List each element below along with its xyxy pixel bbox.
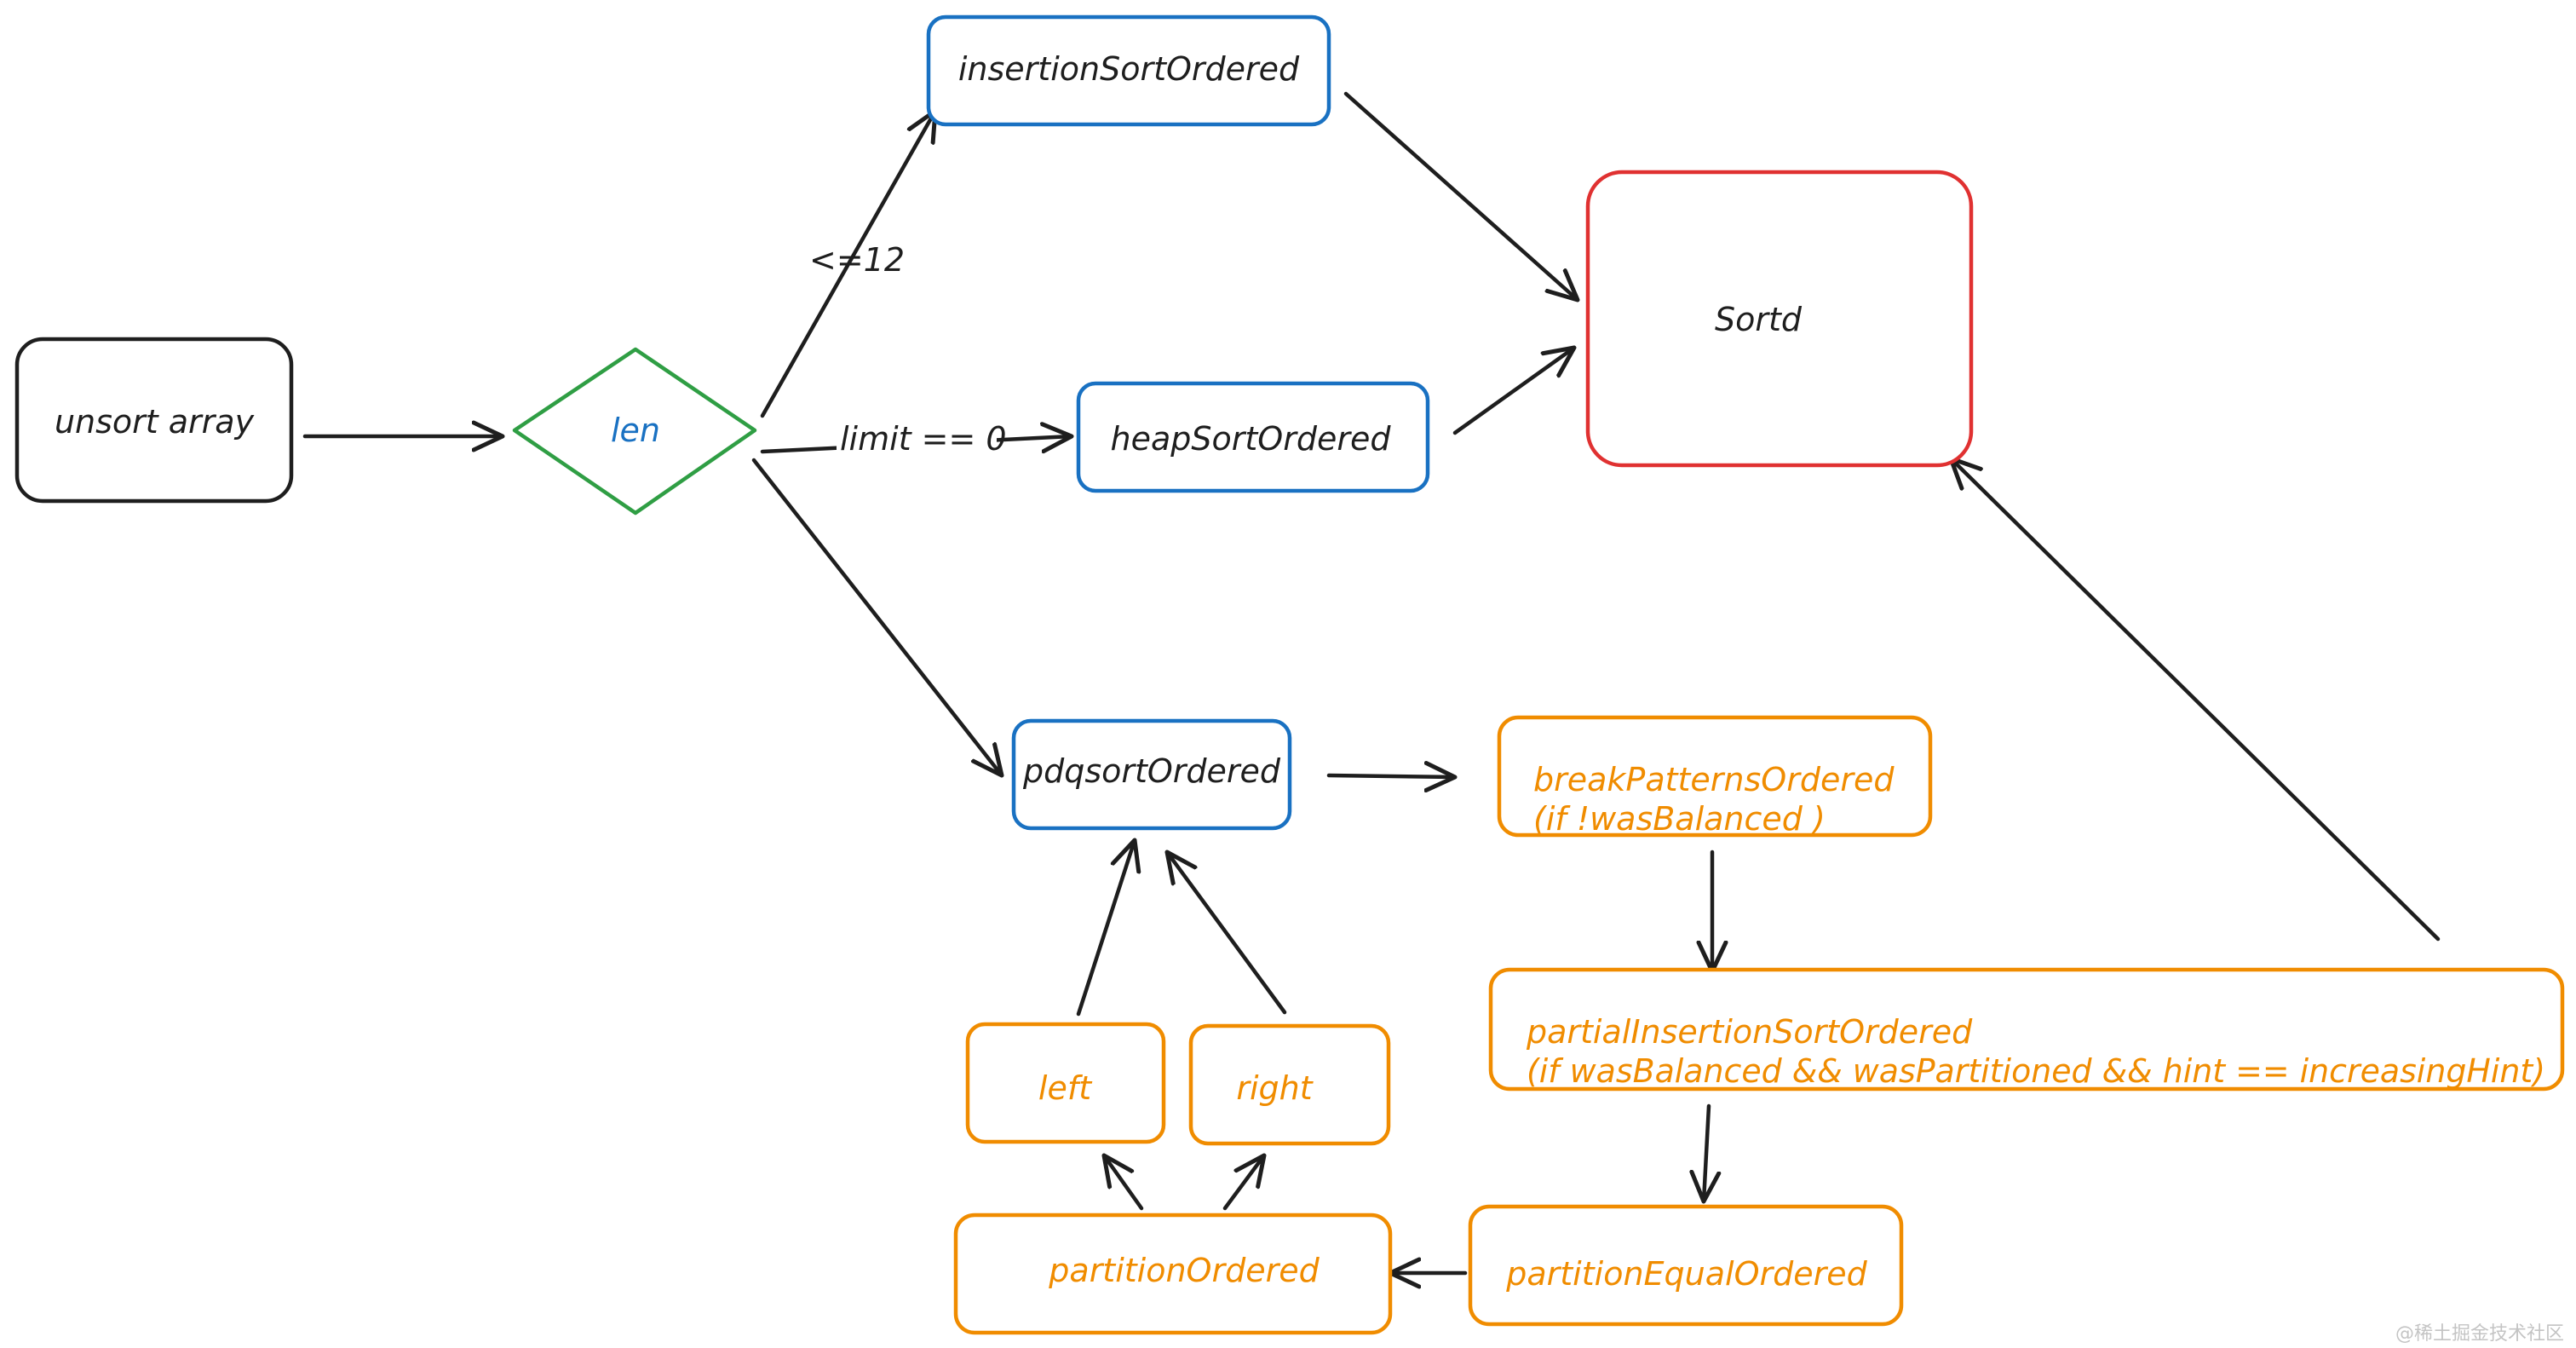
node-len-label: len (611, 412, 660, 449)
node-sorted (1585, 170, 1974, 468)
edge-pdq-to-break (1326, 775, 1455, 777)
edge-partition-to-left (1104, 1155, 1144, 1211)
edge-partial-to-sorted (1951, 458, 2441, 942)
node-heap-sort (1076, 381, 1430, 493)
node-partial-insertion (1488, 967, 2565, 1092)
node-pdqsort-label: pdqsortOrdered (1022, 752, 1281, 790)
node-break-patterns-line2: (if !wasBalanced ) (1533, 800, 1826, 838)
edge-partial-to-partition-equal (1704, 1103, 1709, 1201)
watermark: @稀土掘金技术社区 (2395, 1323, 2564, 1345)
edge-len-to-insertion (760, 111, 935, 418)
edge-right-to-pdq (1167, 852, 1287, 1015)
node-break-patterns (1497, 715, 1933, 838)
node-insertion-sort (926, 14, 1331, 127)
edge-heap-to-sorted (1452, 348, 1574, 435)
node-insertion-sort-label: insertionSortOrdered (958, 50, 1300, 88)
node-left (965, 1022, 1166, 1144)
edge-left-to-pdq (1076, 840, 1135, 1017)
node-partial-insertion-line1: partialInsertionSortOrdered (1526, 1013, 1973, 1051)
node-break-patterns-line1: breakPatternsOrdered (1533, 761, 1895, 798)
node-right (1188, 1023, 1391, 1146)
node-partition-equal-label: partitionEqualOrdered (1505, 1255, 1867, 1293)
node-right-label: right (1236, 1069, 1314, 1107)
node-pdqsort (1011, 718, 1292, 831)
node-partition-label: partitionOrdered (1048, 1252, 1320, 1289)
node-partition-equal (1468, 1204, 1904, 1327)
edge-insertion-to-sorted (1343, 91, 1578, 300)
node-len-diamond (512, 347, 757, 516)
node-heap-sort-label: heapSortOrdered (1111, 420, 1392, 458)
edge-partition-to-right (1222, 1155, 1264, 1211)
node-unsort-array-label: unsort array (55, 403, 255, 441)
edge-len-to-pdq (751, 458, 1002, 775)
node-partial-insertion-line2: (if wasBalanced && wasPartitioned && hin… (1527, 1052, 2545, 1090)
edge-label-le12: <=12 (809, 241, 905, 279)
node-sorted-label: Sortd (1715, 301, 1803, 338)
node-left-label: left (1038, 1069, 1093, 1107)
edge-label-limit0: limit == 0 (840, 420, 1007, 458)
node-partition (953, 1213, 1393, 1335)
edge-label-limit0-bg (837, 418, 997, 455)
node-unsort-array (14, 337, 294, 504)
